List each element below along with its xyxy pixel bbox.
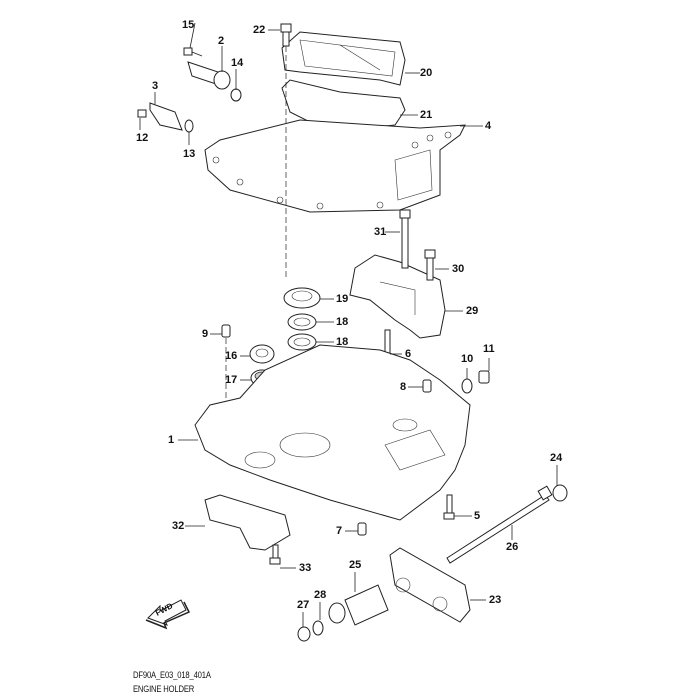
- diagram-code: DF90A_E03_018_401A: [133, 670, 211, 680]
- gasket-4: [204, 119, 466, 213]
- bolt-30: [424, 249, 436, 281]
- callout-18a: 18: [336, 316, 349, 328]
- callout-27: 27: [297, 599, 310, 611]
- callout-31: 31: [374, 226, 387, 238]
- callout-4: 4: [485, 120, 492, 132]
- gasket-21: [281, 79, 406, 133]
- oil-seal-19: [283, 287, 321, 309]
- cap-24: [552, 484, 568, 502]
- nut-27: [297, 626, 311, 642]
- bolt-5: [443, 494, 455, 520]
- bolt-12: [137, 109, 147, 118]
- washer-18b: [287, 333, 317, 351]
- callout-30: 30: [452, 263, 465, 275]
- bearing-16: [249, 344, 275, 364]
- washer-10: [461, 378, 473, 394]
- bolt-15: [183, 47, 203, 57]
- washer-18a: [287, 313, 317, 331]
- callout-2: 2: [218, 35, 225, 47]
- bolt-33: [269, 544, 281, 565]
- callout-33: 33: [299, 562, 312, 574]
- bolt-31: [399, 209, 411, 269]
- o-ring-13: [184, 119, 194, 133]
- callout-7: 7: [336, 525, 343, 537]
- callout-12: 12: [136, 132, 149, 144]
- plug-11: [478, 370, 490, 384]
- sensor-2: [187, 61, 231, 90]
- part-3: [149, 102, 183, 131]
- callout-10: 10: [461, 353, 474, 365]
- callout-32: 32: [172, 520, 185, 532]
- callout-8: 8: [400, 381, 407, 393]
- callout-24: 24: [550, 452, 563, 464]
- callout-5: 5: [474, 510, 481, 522]
- o-ring-14: [230, 88, 242, 102]
- fwd-arrow-icon: [145, 599, 191, 630]
- diagram-title: ENGINE HOLDER: [133, 684, 195, 694]
- callout-25: 25: [349, 559, 362, 571]
- washer-28: [312, 620, 324, 636]
- callout-11: 11: [483, 343, 495, 355]
- callout-22: 22: [253, 24, 266, 36]
- pin-7: [357, 522, 367, 536]
- callout-23: 23: [489, 594, 502, 606]
- mount-23: [389, 547, 471, 623]
- bolt-26: [446, 485, 553, 564]
- callout-14: 14: [231, 57, 244, 69]
- callout-16: 16: [225, 350, 238, 362]
- pin-8: [422, 379, 432, 393]
- pin-9: [221, 324, 231, 338]
- callout-19: 19: [336, 293, 349, 305]
- cylinder-head-cover-20: [281, 31, 406, 86]
- callout-15: 15: [182, 19, 195, 31]
- callout-3: 3: [152, 80, 159, 92]
- bracket-29: [349, 254, 446, 339]
- leader-lines: [139, 22, 558, 627]
- callout-26: 26: [506, 541, 519, 553]
- callout-17: 17: [225, 374, 238, 386]
- callout-18b: 18: [336, 336, 349, 348]
- callout-20: 20: [420, 67, 433, 79]
- callout-13: 13: [183, 148, 196, 160]
- engine-holder-1: [194, 344, 471, 521]
- bushing-25: [328, 584, 389, 626]
- callout-29: 29: [466, 305, 479, 317]
- callout-6: 6: [405, 348, 412, 360]
- callout-21: 21: [420, 109, 433, 121]
- bolt-22: [280, 23, 292, 47]
- plate-32: [204, 494, 291, 551]
- callout-9: 9: [202, 328, 209, 340]
- callout-1: 1: [168, 434, 175, 446]
- callout-28: 28: [314, 589, 327, 601]
